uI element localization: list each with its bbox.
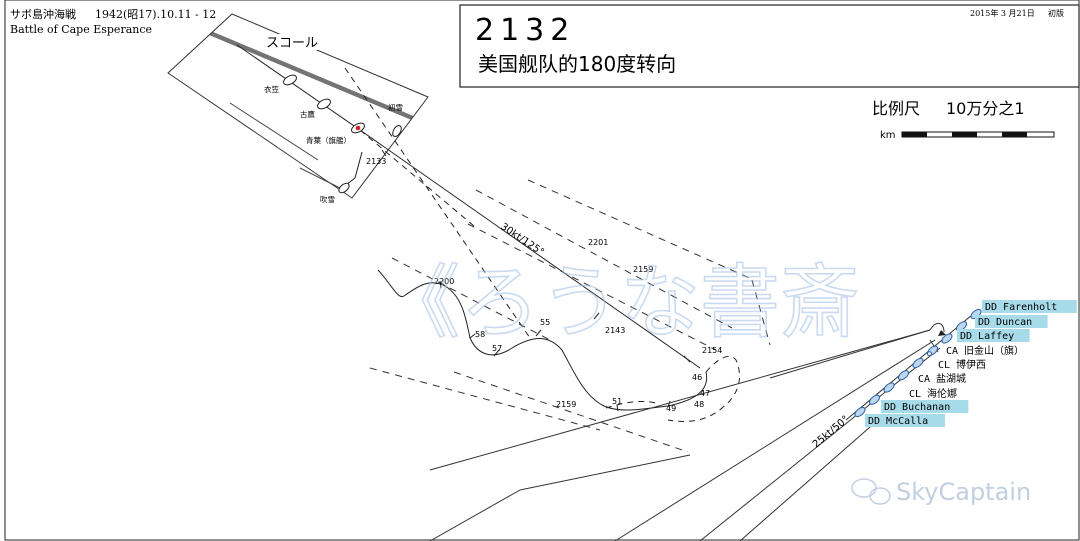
ship-fubuki [338,182,350,194]
us-ship-marker [854,406,866,418]
time-mark: 51 [612,397,622,406]
time-mark: 2200 [434,277,454,286]
us-ship-label-highlight [957,329,1030,342]
hatch-line [168,14,229,43]
map-frame [4,0,1080,541]
time-mark: 47 [700,389,710,398]
us-ship-label: DD Farenholt [985,302,1057,313]
flagship-marker [355,125,361,131]
time-mark: 58 [475,330,485,339]
hatch-line [387,105,428,198]
us-course-label: 25kt/50° [811,414,851,450]
time-mark: 49 [666,404,676,413]
label-hatsuyuki: 初雪 [388,102,403,112]
edition-label: 初版 [1048,8,1064,18]
hatch-line [383,103,428,198]
time-mark: 2154 [702,346,722,355]
us-ship-label-highlight [865,414,945,427]
us-ship-label: CL 海伦娜 [909,387,957,400]
hatch-line [415,117,428,198]
us-dashed-track [605,356,740,422]
hatch-line [391,107,428,198]
us-ship-label-highlight [881,400,969,413]
scale-value: 10万分之1 [946,99,1025,118]
hatch-line [379,102,428,198]
wechat-logo [851,478,891,505]
time-mark: 46 [692,373,702,382]
us-ship-marker [883,382,895,393]
scale-bar: 比例尺 10万分之1 km [872,99,1055,141]
panel-subtitle: 美国舰队的180度转向 [478,52,676,76]
dashed-range-lines [369,179,771,453]
ship-hatsuyuki [392,125,402,137]
hatch-line [375,100,428,198]
japanese-track [229,44,701,369]
info-panel-box [459,4,1080,88]
time-mark: 2159 [556,400,576,409]
us-ship-marker [941,333,953,344]
us-ship-label: DD Laffey [960,331,1014,342]
us-ship-label: DD McCalla [868,416,928,427]
hatch-line [411,115,428,198]
time-heading: 2132 [475,13,575,48]
us-ship-label: DD Buchanan [884,402,950,413]
hatch-line [395,108,428,198]
label-furutaka: 古鷹 [300,109,315,119]
squall-label: スコール [266,36,318,51]
time-mark: 2159 [633,265,653,274]
us-track [377,269,708,412]
hatch-line [399,110,428,198]
battle-title-en: Battle of Cape Esperance [10,23,152,36]
us-flagship-marker [927,351,932,357]
turn-arrow [938,330,946,336]
time-marks: 2133 2201 2159 2200 2143 2154 58 57 55 4… [366,157,722,413]
hatch-line [407,113,428,198]
time-mark: 55 [540,318,550,327]
us-ship-marker [912,357,924,369]
us-approach-lines [429,309,979,541]
time-mark: 2143 [605,326,625,335]
squall-hatching [168,14,428,198]
us-ship-label: CL 博伊西 [938,358,986,371]
map-header: サボ島沖海戦 1942(昭17).10.11 - 12 Battle of Ca… [10,7,216,36]
watermark-logo-text: SkyCaptain [896,478,1031,506]
edition-date: 2015年 3 月21日 [970,8,1035,18]
label-kinugasa: 衣笠 [264,84,279,94]
us-ship-label: DD Duncan [978,317,1032,328]
squall-area: スコール [167,13,429,199]
battle-date: 1942(昭17).10.11 - 12 [95,8,216,21]
us-ship-label: CA 旧金山（旗） [946,344,1024,357]
ship-furutaka [317,98,331,110]
us-ship-marker [955,321,968,332]
battle-title-jp: サボ島沖海戦 [10,7,76,21]
scale-label: 比例尺 [872,99,920,118]
us-ship-marker [897,370,910,381]
japanese-ships: 衣笠 古鷹 青葉（旗艦） 初雪 吹雪 [264,74,403,204]
time-mark: 48 [694,400,704,409]
us-ship-label-highlight [982,300,1077,313]
us-ship-label-highlight [975,315,1048,328]
label-fubuki: 吹雪 [320,194,335,204]
us-ship-marker [868,394,881,405]
time-mark: 57 [492,344,502,353]
watermark-kana: 《ろうな書斎 [380,256,860,349]
jp-course-label: 30kt/125° [498,221,546,258]
scale-unit: km [880,130,896,141]
info-panel: 2132 美国舰队的180度转向 2015年 3 月21日 初版 [459,4,1080,88]
label-aoba: 青葉（旗艦） [306,135,351,145]
hatch-line [403,112,428,198]
hatch-line [371,98,428,198]
ship-kinugasa [283,74,297,86]
us-ship-label: CA 盐湖城 [918,372,966,385]
time-mark: 2201 [588,238,608,247]
watermark: 《ろうな書斎 SkyCaptain [379,255,1031,506]
time-mark: 2133 [366,157,386,166]
